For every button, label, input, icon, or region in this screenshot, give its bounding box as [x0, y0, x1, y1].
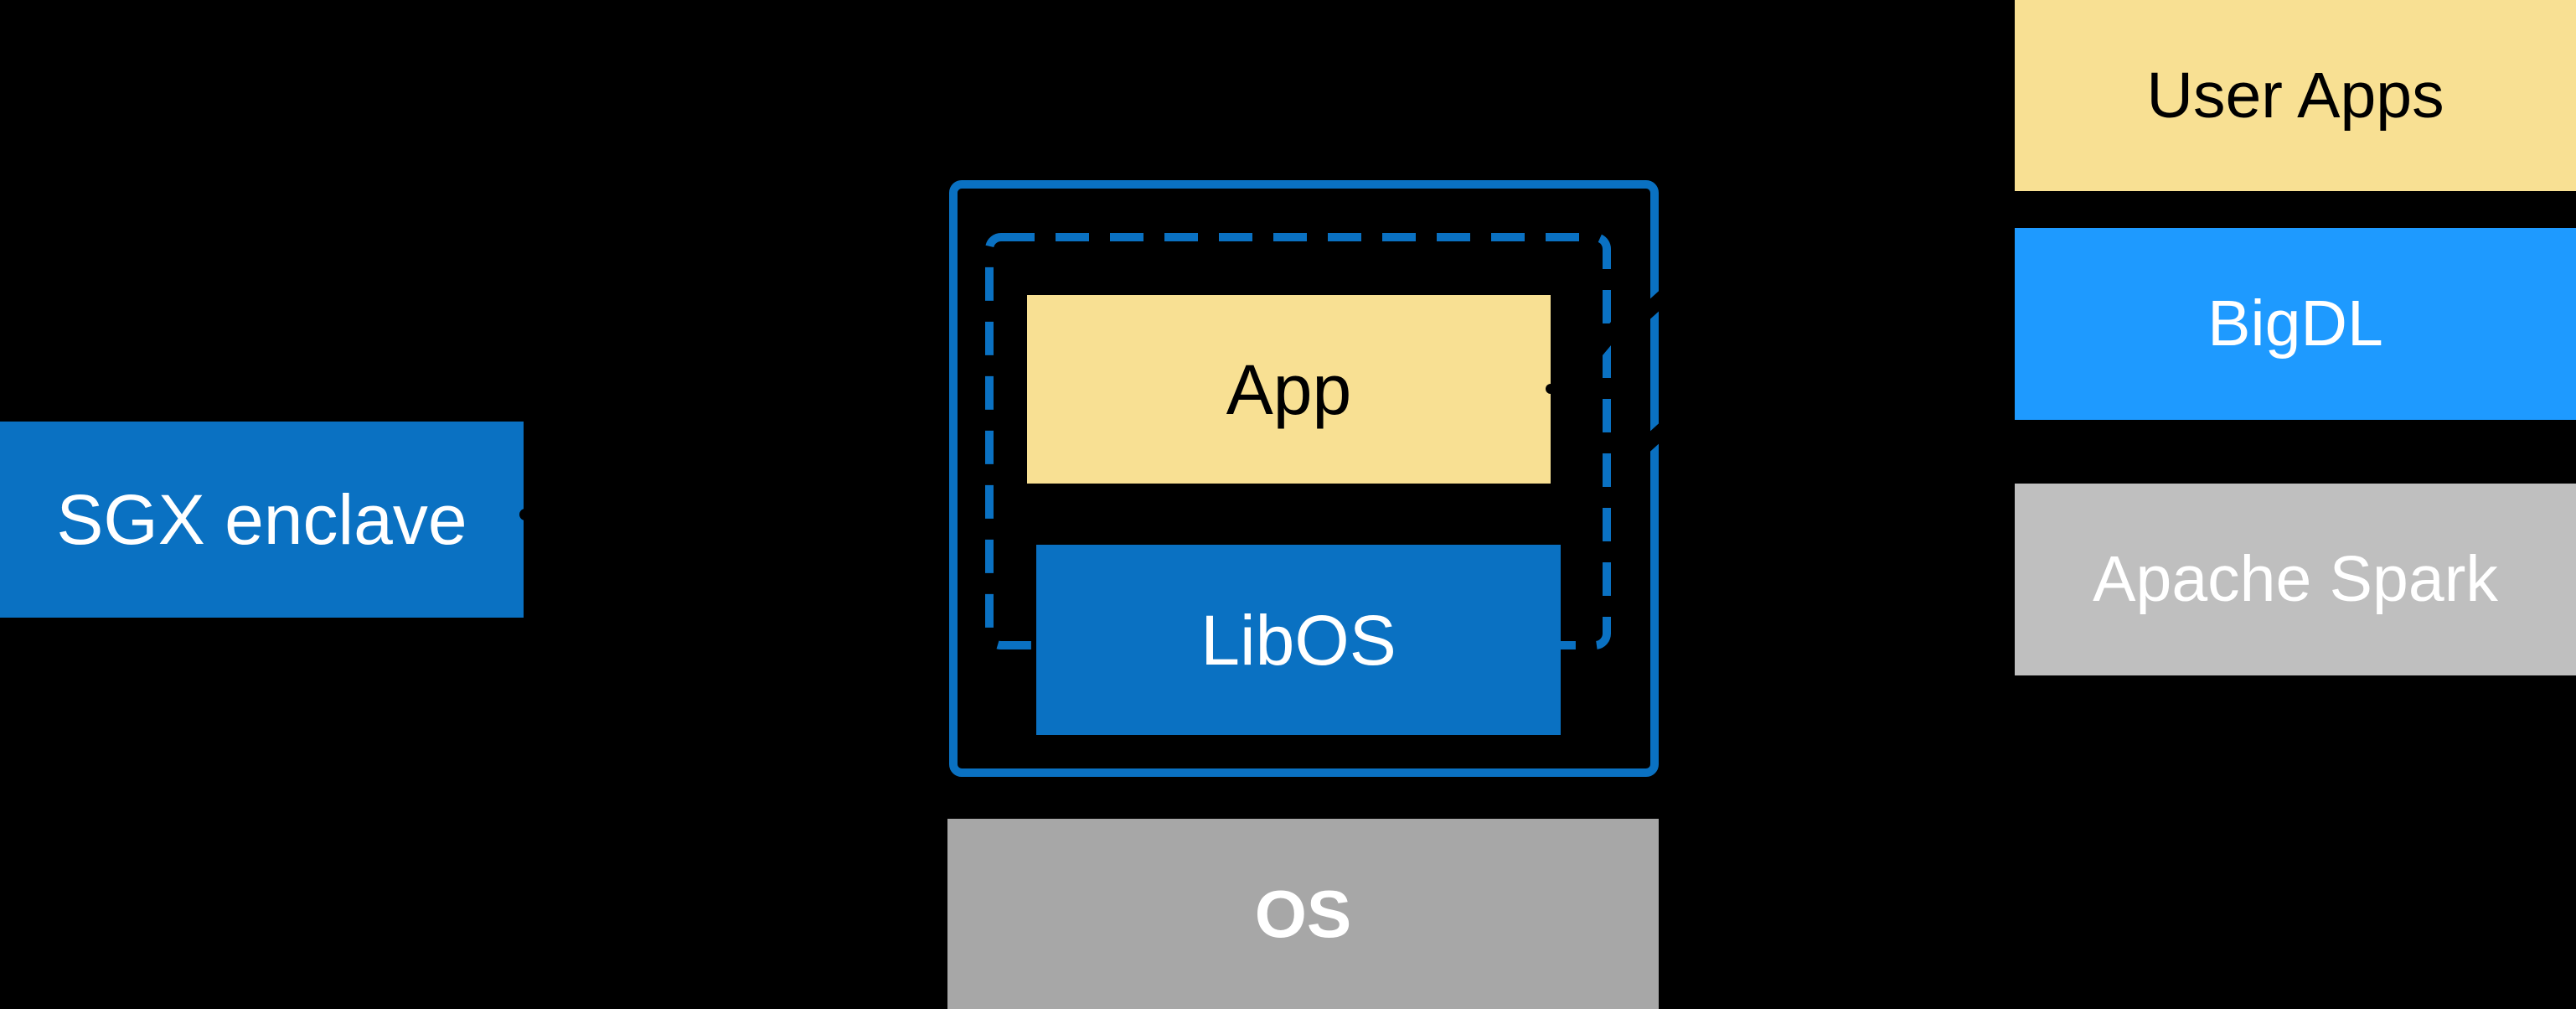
bigdl-box: BigDL: [2015, 228, 2576, 420]
user-apps-label: User Apps: [2146, 59, 2444, 132]
user-apps-box: User Apps: [2015, 0, 2576, 191]
connector-dot-at-sgx-box: [519, 509, 531, 520]
apache-spark-box: Apache Spark: [2015, 484, 2576, 675]
sgx-enclave-box: SGX enclave: [0, 422, 524, 618]
os-box: OS: [947, 819, 1659, 1009]
enclave-outer-border: [949, 180, 1659, 777]
sgx-enclave-label: SGX enclave: [56, 480, 467, 559]
app-label: App: [1226, 349, 1352, 429]
app-box: App: [1027, 295, 1551, 484]
apache-spark-label: Apache Spark: [2093, 543, 2498, 615]
os-label: OS: [1254, 876, 1352, 951]
bigdl-label: BigDL: [2207, 287, 2383, 360]
libos-label: LibOS: [1200, 600, 1396, 680]
connector-dot-at-app-box: [1546, 384, 1556, 394]
libos-box: LibOS: [1036, 545, 1561, 735]
